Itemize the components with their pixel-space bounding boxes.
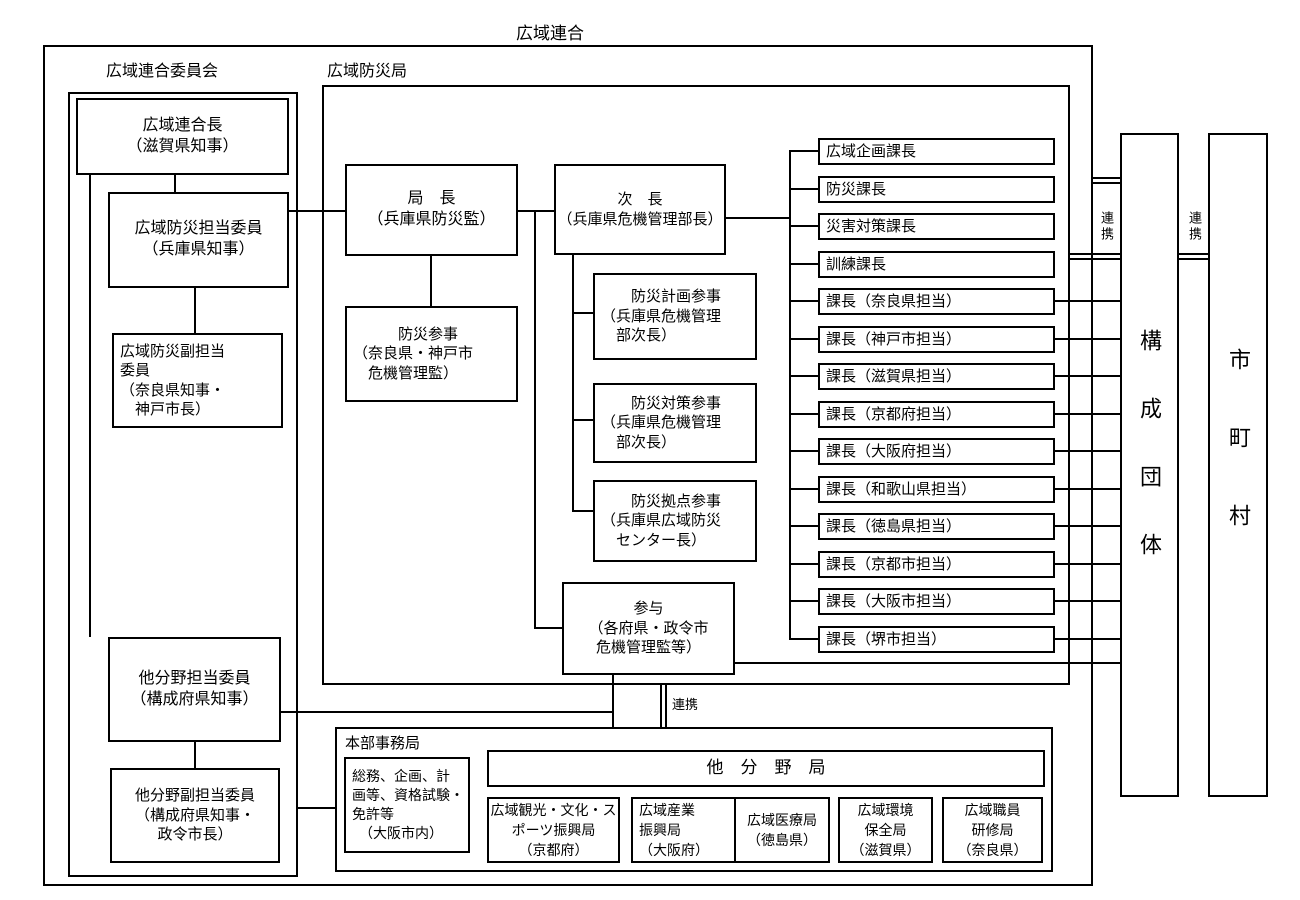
industry-bureau-box: 広域産業 振興局 （大阪府） bbox=[631, 797, 745, 863]
connector-line bbox=[289, 210, 345, 212]
disaster-counselor-box: 防災参事 （奈良県・神戸市 危機管理監） bbox=[345, 306, 518, 402]
director-box: 局 長 （兵庫県防災監） bbox=[345, 164, 518, 256]
kacho-box: 課長（京都府担当） bbox=[818, 401, 1055, 428]
other-bureaus-header: 他 分 野 局 bbox=[487, 750, 1045, 787]
committee-section-label: 広域連合委員会 bbox=[106, 63, 219, 80]
connector-line bbox=[789, 188, 818, 190]
connector-line bbox=[572, 419, 593, 421]
kacho-box: 課長（神戸市担当） bbox=[818, 326, 1055, 353]
headquarters-duties-box: 総務、企画、計 画等、資格試験・ 免許等 （大阪市内） bbox=[344, 757, 470, 853]
connector-line bbox=[726, 217, 790, 219]
connector-line bbox=[789, 150, 818, 152]
kacho-box: 課長（奈良県担当） bbox=[818, 288, 1055, 315]
staff-training-bureau-box: 広域職員 研修局 （奈良県） bbox=[942, 797, 1043, 863]
cooperation-label: 連携 bbox=[1099, 211, 1114, 243]
cooperation-link bbox=[1070, 253, 1120, 260]
kacho-box: 訓練課長 bbox=[818, 251, 1055, 278]
kacho-box: 課長（和歌山県担当） bbox=[818, 476, 1055, 503]
base-counselor-box: 防災拠点参事 （兵庫県広域防災 センター長） bbox=[593, 480, 757, 562]
connector-line bbox=[789, 300, 818, 302]
countermeasure-counselor-box: 防災対策参事 （兵庫県危機管理 部次長） bbox=[593, 383, 757, 463]
connector-line bbox=[572, 510, 593, 512]
cooperation-link bbox=[660, 685, 667, 727]
connector-line bbox=[789, 263, 818, 265]
connector-line bbox=[572, 312, 593, 314]
kacho-box: 課長（京都市担当） bbox=[818, 551, 1055, 578]
connector-line bbox=[789, 413, 818, 415]
disaster-member-box: 広域防災担当委員 （兵庫県知事） bbox=[108, 192, 289, 288]
kacho-box: 災害対策課長 bbox=[818, 213, 1055, 240]
kacho-box: 課長（滋賀県担当） bbox=[818, 363, 1055, 390]
cooperation-link bbox=[1179, 253, 1208, 260]
connector-line bbox=[430, 256, 432, 306]
connector-line bbox=[1055, 525, 1120, 527]
planning-counselor-box: 防災計画参事 （兵庫県危機管理 部次長） bbox=[593, 273, 757, 360]
cooperation-label: 連携 bbox=[672, 697, 699, 712]
connector-line bbox=[789, 600, 818, 602]
connector-line bbox=[281, 711, 613, 713]
committee-container bbox=[68, 92, 298, 877]
connector-line bbox=[534, 210, 536, 628]
connector-line bbox=[194, 742, 196, 768]
connector-line bbox=[789, 150, 791, 640]
connector-line bbox=[1055, 300, 1120, 302]
union-leader-box: 広域連合長 （滋賀県知事） bbox=[76, 98, 289, 175]
connector-line bbox=[1055, 338, 1120, 340]
tourism-bureau-box: 広域観光・文化・ス ポーツ振興局 （京都府） bbox=[487, 797, 620, 863]
connector-line bbox=[298, 807, 335, 809]
connector-line bbox=[789, 563, 818, 565]
connector-line bbox=[612, 662, 614, 727]
connector-line bbox=[1055, 413, 1120, 415]
connector-line bbox=[194, 287, 196, 333]
connector-line bbox=[1055, 450, 1120, 452]
kacho-box: 防災課長 bbox=[818, 176, 1055, 203]
other-field-member-box: 他分野担当委員 （構成府県知事） bbox=[108, 637, 281, 742]
disaster-deputy-box: 広域防災副担当 委員 （奈良県知事・ 神戸市長） bbox=[112, 333, 283, 428]
connector-line bbox=[1055, 563, 1120, 565]
kacho-box: 課長（徳島県担当） bbox=[818, 513, 1055, 540]
connector-line bbox=[789, 488, 818, 490]
sanyo-box: 参与 （各府県・政令市 危機管理監等） bbox=[562, 582, 735, 675]
vice-director-box: 次 長 （兵庫県危機管理部長） bbox=[554, 164, 726, 255]
connector-line bbox=[789, 375, 818, 377]
connector-line bbox=[1055, 375, 1120, 377]
connector-line bbox=[789, 338, 818, 340]
connector-line bbox=[534, 627, 562, 629]
connector-line bbox=[1055, 488, 1120, 490]
connector-line bbox=[789, 225, 818, 227]
connector-line bbox=[89, 174, 91, 637]
connector-line bbox=[572, 255, 574, 512]
constituent-bodies-label: 構成団体 bbox=[1137, 329, 1162, 601]
kacho-box: 課長（堺市担当） bbox=[818, 626, 1055, 653]
headquarters-label: 本部事務局 bbox=[345, 735, 421, 752]
union-outer-box bbox=[43, 45, 1093, 886]
headquarters-container bbox=[335, 727, 1053, 872]
connector-line bbox=[789, 525, 818, 527]
medical-bureau-box: 広域医療局 （徳島県） bbox=[734, 797, 830, 863]
municipalities-label: 市町村 bbox=[1226, 348, 1251, 582]
connector-line bbox=[789, 450, 818, 452]
municipalities-box: 市町村 bbox=[1208, 133, 1268, 797]
environment-bureau-box: 広域環境 保全局 （滋賀県） bbox=[838, 797, 933, 863]
connector-line bbox=[612, 662, 1120, 664]
kacho-box: 課長（大阪市担当） bbox=[818, 588, 1055, 615]
chart-title: 広域連合 bbox=[516, 24, 584, 43]
connector-line bbox=[1055, 638, 1120, 640]
connector-line bbox=[518, 210, 554, 212]
connector-line bbox=[174, 174, 176, 192]
constituent-bodies-box: 構成団体 bbox=[1120, 133, 1179, 797]
connector-line bbox=[1055, 600, 1120, 602]
bureau-section-label: 広域防災局 bbox=[327, 63, 408, 80]
connector-line bbox=[789, 638, 818, 640]
kacho-box: 課長（大阪府担当） bbox=[818, 438, 1055, 465]
kacho-box: 広域企画課長 bbox=[818, 138, 1055, 165]
cooperation-label: 連携 bbox=[1187, 211, 1202, 243]
cooperation-link bbox=[1093, 177, 1120, 184]
other-field-deputy-box: 他分野副担当委員 （構成府県知事・ 政令市長） bbox=[110, 768, 280, 863]
bureau-container bbox=[322, 85, 1070, 685]
